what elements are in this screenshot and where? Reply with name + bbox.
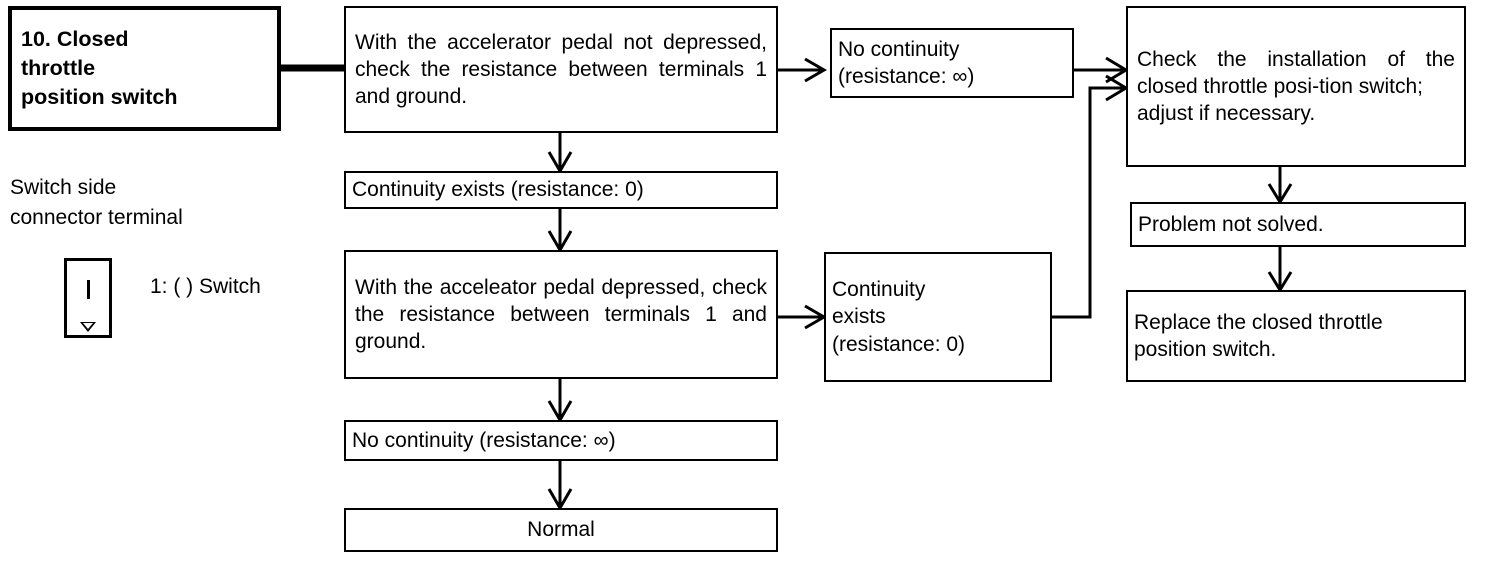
node-continuity-exists-zero: Continuity exists (resistance: 0) [344,171,778,209]
node-label: No continuity (resistance: ∞) [352,428,616,452]
node-check-installation: Check the installation of the closed thr… [1126,6,1466,167]
connector-terminal-icon [64,258,112,338]
terminal-tick-icon [87,280,90,300]
legend-terminal-label: 1: ( ) Switch [150,275,261,298]
node-label: Normal [527,518,595,542]
node-label: Replace the closed throttle position swi… [1134,310,1383,361]
legend-caption: Switch side connector terminal [10,176,183,229]
node-check-not-depressed: With the accelerator pedal not depressed… [344,6,778,133]
title-box-label: 10. Closed throttle position switch [21,26,178,110]
node-replace-switch: Replace the closed throttle position swi… [1126,290,1466,382]
node-label: With the accelerator pedal not depressed… [355,30,767,109]
node-label: Problem not solved. [1138,212,1324,236]
node-label: Check the installation of the closed thr… [1137,47,1455,126]
node-problem-not-solved: Problem not solved. [1130,202,1466,247]
node-check-depressed: With the acceleator pedal depressed, che… [344,250,778,379]
node-no-continuity-inf-top: No continuity (resistance: ∞) [830,28,1074,98]
node-label: With the acceleator pedal depressed, che… [355,275,767,354]
node-continuity-exists-zero-right: Continuity exists (resistance: 0) [824,252,1052,382]
terminal-triangle-inner-icon [83,323,93,329]
node-normal: Normal [344,508,778,552]
node-label: Continuity exists (resistance: 0) [832,278,966,356]
node-label: Continuity exists (resistance: 0) [352,178,644,202]
node-label: No continuity (resistance: ∞) [838,37,975,88]
title-box: 10. Closed throttle position switch [8,6,281,131]
node-no-continuity-inf-bottom: No continuity (resistance: ∞) [344,420,778,461]
